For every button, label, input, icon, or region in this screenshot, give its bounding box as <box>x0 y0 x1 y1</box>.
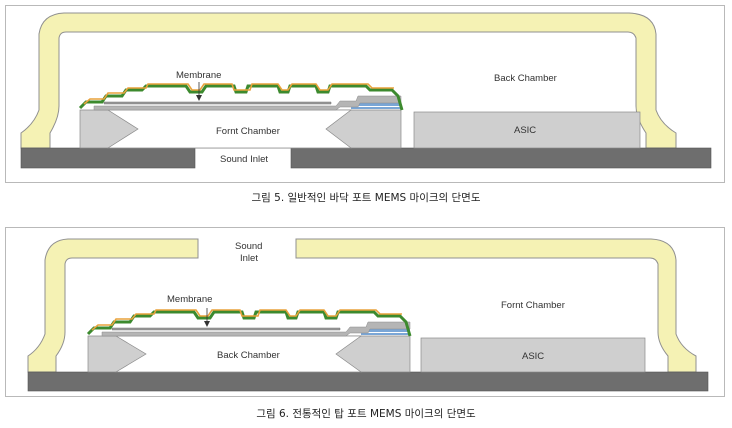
package-lid-left <box>27 238 199 373</box>
front-chamber-cavity <box>106 109 353 149</box>
blue-layer <box>346 103 401 106</box>
substrate <box>27 371 709 392</box>
figure-6-panel: Sound Inlet Membrane Fornt Chamber Back … <box>5 227 725 397</box>
membrane-layer <box>111 327 341 331</box>
asic-chip <box>420 337 646 373</box>
blue-layer <box>351 107 401 109</box>
blue-layer <box>356 329 410 332</box>
asic-label: ASIC <box>514 125 536 136</box>
substrate-right <box>290 147 712 169</box>
figure-5-caption: 그림 5. 일반적인 바닥 포트 MEMS 마이크의 단면도 <box>251 192 481 204</box>
sound-inlet-label-line1: Sound <box>235 241 262 252</box>
backplate <box>101 321 411 337</box>
back-chamber-cavity <box>114 335 363 373</box>
membrane-pointer-arrow <box>196 95 202 101</box>
membrane-label: Membrane <box>176 70 221 81</box>
sound-inlet-label: Sound Inlet <box>220 154 268 165</box>
membrane-label: Membrane <box>167 294 212 305</box>
figure-5-panel: Membrane Back Chamber Fornt Chamber ASIC… <box>5 5 725 183</box>
front-chamber-label: Fornt Chamber <box>501 300 565 311</box>
figure-5-diagram: Membrane Back Chamber Fornt Chamber ASIC… <box>20 12 712 169</box>
sound-inlet-label-line2: Inlet <box>240 253 258 264</box>
membrane-pointer-arrow <box>204 321 210 327</box>
substrate-left <box>20 147 196 169</box>
asic-chip <box>413 111 641 149</box>
orange-layer <box>83 83 394 105</box>
blue-layer <box>361 333 410 335</box>
back-chamber-label: Back Chamber <box>217 350 280 361</box>
front-chamber-label: Fornt Chamber <box>216 126 280 137</box>
figure-6-diagram: Sound Inlet Membrane Fornt Chamber Back … <box>27 238 709 392</box>
back-chamber-label: Back Chamber <box>494 73 557 84</box>
figure-6-caption: 그림 6. 전통적인 탑 포트 MEMS 마이크의 단면도 <box>256 408 476 420</box>
membrane-layer <box>103 101 332 105</box>
asic-label: ASIC <box>522 351 544 362</box>
orange-layer <box>91 309 402 331</box>
